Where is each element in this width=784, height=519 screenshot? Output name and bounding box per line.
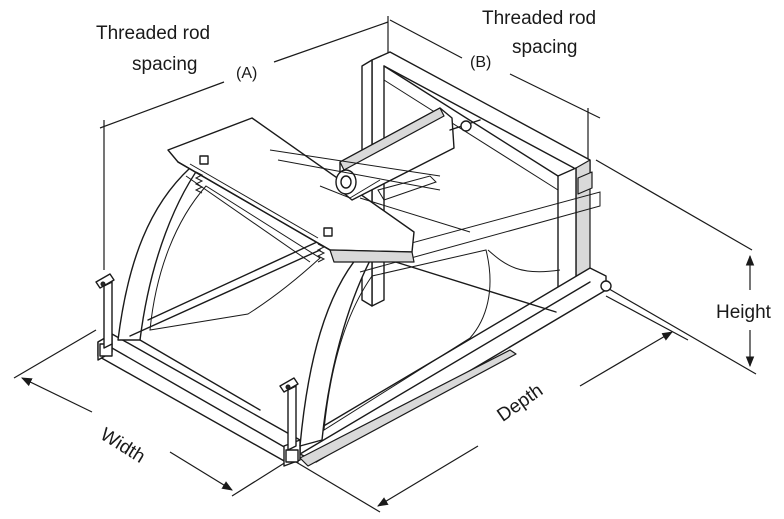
height-dimension <box>595 159 757 375</box>
actuator-motor <box>319 107 481 201</box>
height-label: Height <box>716 302 771 323</box>
rod-spacing-b-tag: (B) <box>470 54 492 71</box>
rear-upright-frame <box>361 51 591 309</box>
depth-dimension <box>295 295 689 513</box>
cross-bars <box>269 149 593 233</box>
front-posts <box>95 273 299 451</box>
width-dimension <box>13 329 287 497</box>
rod-spacing-b-sublabel: spacing <box>512 37 578 58</box>
rod-spacing-a-tag: (A) <box>236 65 258 82</box>
rod-spacing-a-sublabel: spacing <box>132 54 198 75</box>
tilt-tray <box>167 117 415 263</box>
rod-spacing-a-label: Threaded rod <box>96 23 211 44</box>
base-frame <box>97 267 612 467</box>
springs <box>194 171 326 263</box>
rod-spacing-b-label: Threaded rod <box>482 8 597 29</box>
